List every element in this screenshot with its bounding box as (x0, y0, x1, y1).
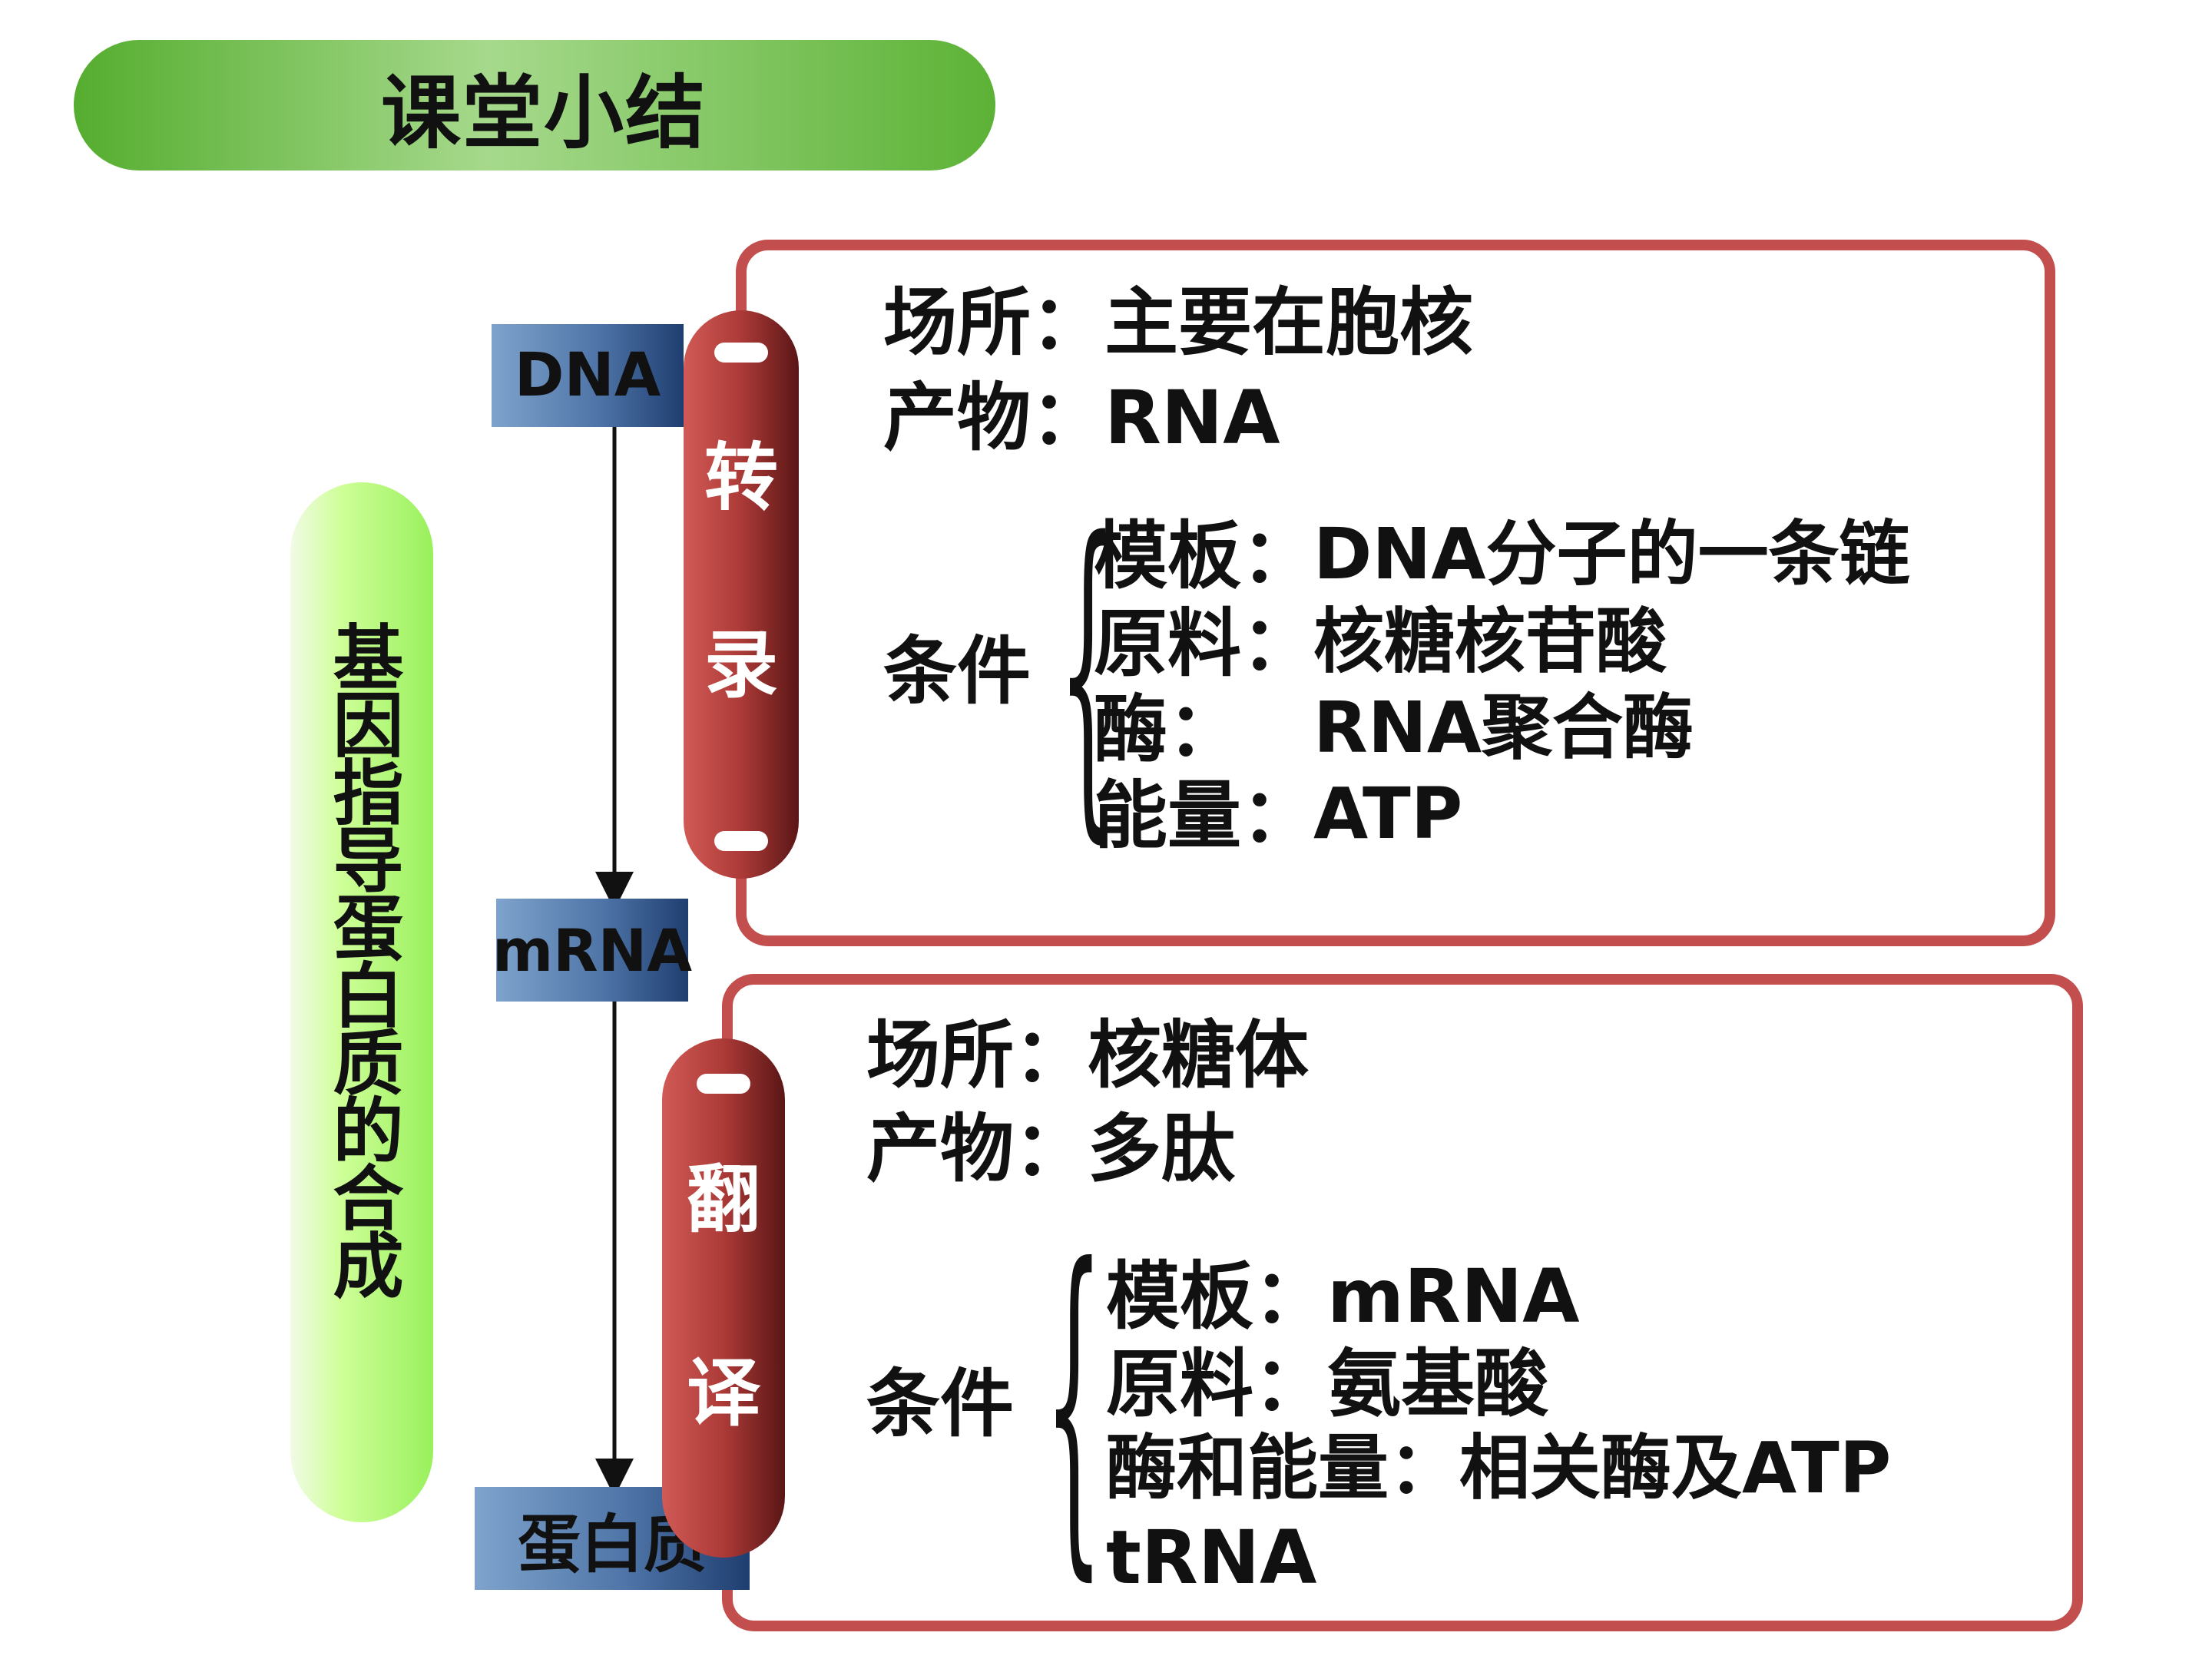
translation-location: 场所：核糖体 (866, 1012, 1309, 1098)
side-label: 基因指导蛋白质的合成 (321, 621, 403, 1296)
transcription-char-1: 转 (704, 435, 778, 521)
translation-condition: 原料：氨基酸 (1106, 1341, 1548, 1427)
transcription-condition-value: 核糖核苷酸 (1313, 601, 1667, 683)
title-pill: 课堂小结 (74, 40, 995, 171)
transcription-condition-key: 酶： (1094, 687, 1241, 773)
capsule-bottom-bar (714, 831, 768, 851)
side-label-pill: 基因指导蛋白质的合成 (290, 482, 433, 1522)
translation-condition: 模板：mRNA (1106, 1253, 1580, 1339)
mrna-box: mRNA (492, 899, 692, 1002)
translation-condition: 酶和能量：相关酶及ATP (1106, 1427, 1892, 1509)
transcription-conditions-label: 条件 (883, 628, 1031, 714)
translation-char-1: 翻 (687, 1157, 760, 1243)
page-title: 课堂小结 (381, 65, 707, 160)
translation-char-2: 译 (687, 1350, 760, 1436)
translation-brace: { (1045, 1193, 1104, 1610)
transcription-capsule: 转 录 (684, 310, 799, 879)
transcription-condition-value: RNA聚合酶 (1313, 687, 1694, 769)
capsule-top-bar (697, 1074, 750, 1094)
transcription-brace: { (1058, 469, 1118, 872)
protein-box: 蛋白质 (475, 1487, 750, 1590)
transcription-condition-key: 模板： (1094, 513, 1315, 599)
transcription-char-2: 录 (704, 622, 778, 708)
transcription-condition-key: 能量： (1094, 773, 1315, 859)
translation-frame (722, 974, 2083, 1631)
translation-product: 产物：多肽 (866, 1106, 1235, 1192)
translation-conditions-label: 条件 (866, 1361, 1014, 1447)
dna-box: DNA (492, 324, 684, 427)
transcription-condition-key: 原料： (1094, 601, 1315, 687)
transcription-condition-value: ATP (1313, 773, 1463, 855)
transcription-location: 场所：主要在胞核 (883, 280, 1473, 366)
transcription-condition-value: DNA分子的一条链 (1313, 513, 1910, 595)
translation-capsule: 翻 译 (662, 1038, 785, 1558)
transcription-product: 产物：RNA (883, 375, 1280, 461)
translation-condition: tRNA (1106, 1515, 1317, 1601)
capsule-top-bar (714, 343, 768, 363)
